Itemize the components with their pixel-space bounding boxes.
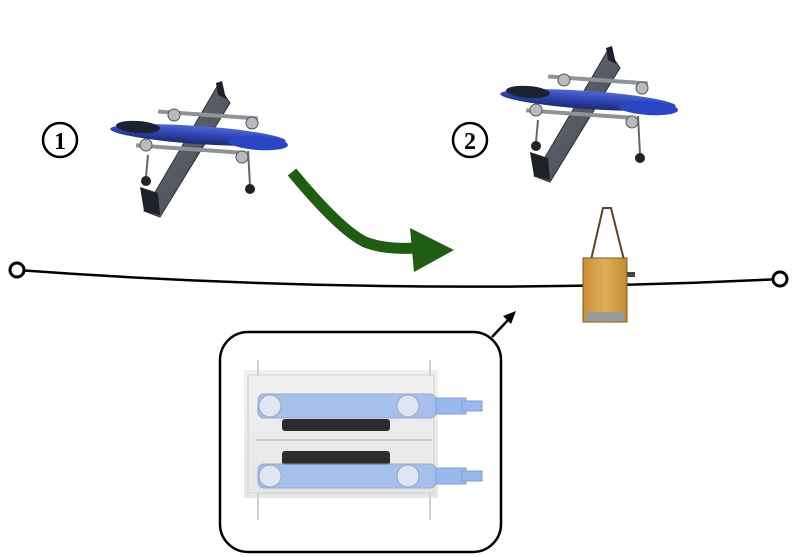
step-1-marker: 1 [41,121,79,159]
arrow-up-right-icon [491,311,516,338]
drone-1-image [110,81,288,218]
step-2-number: 2 [464,129,476,155]
step-2-marker: 2 [451,121,489,159]
sensor-box [582,207,635,323]
curved-arrow-icon [287,168,454,272]
drone-2-image [500,46,678,183]
cable-line [8,261,789,288]
clamp-detail-inset [218,330,503,554]
step-1-number: 1 [54,129,66,155]
